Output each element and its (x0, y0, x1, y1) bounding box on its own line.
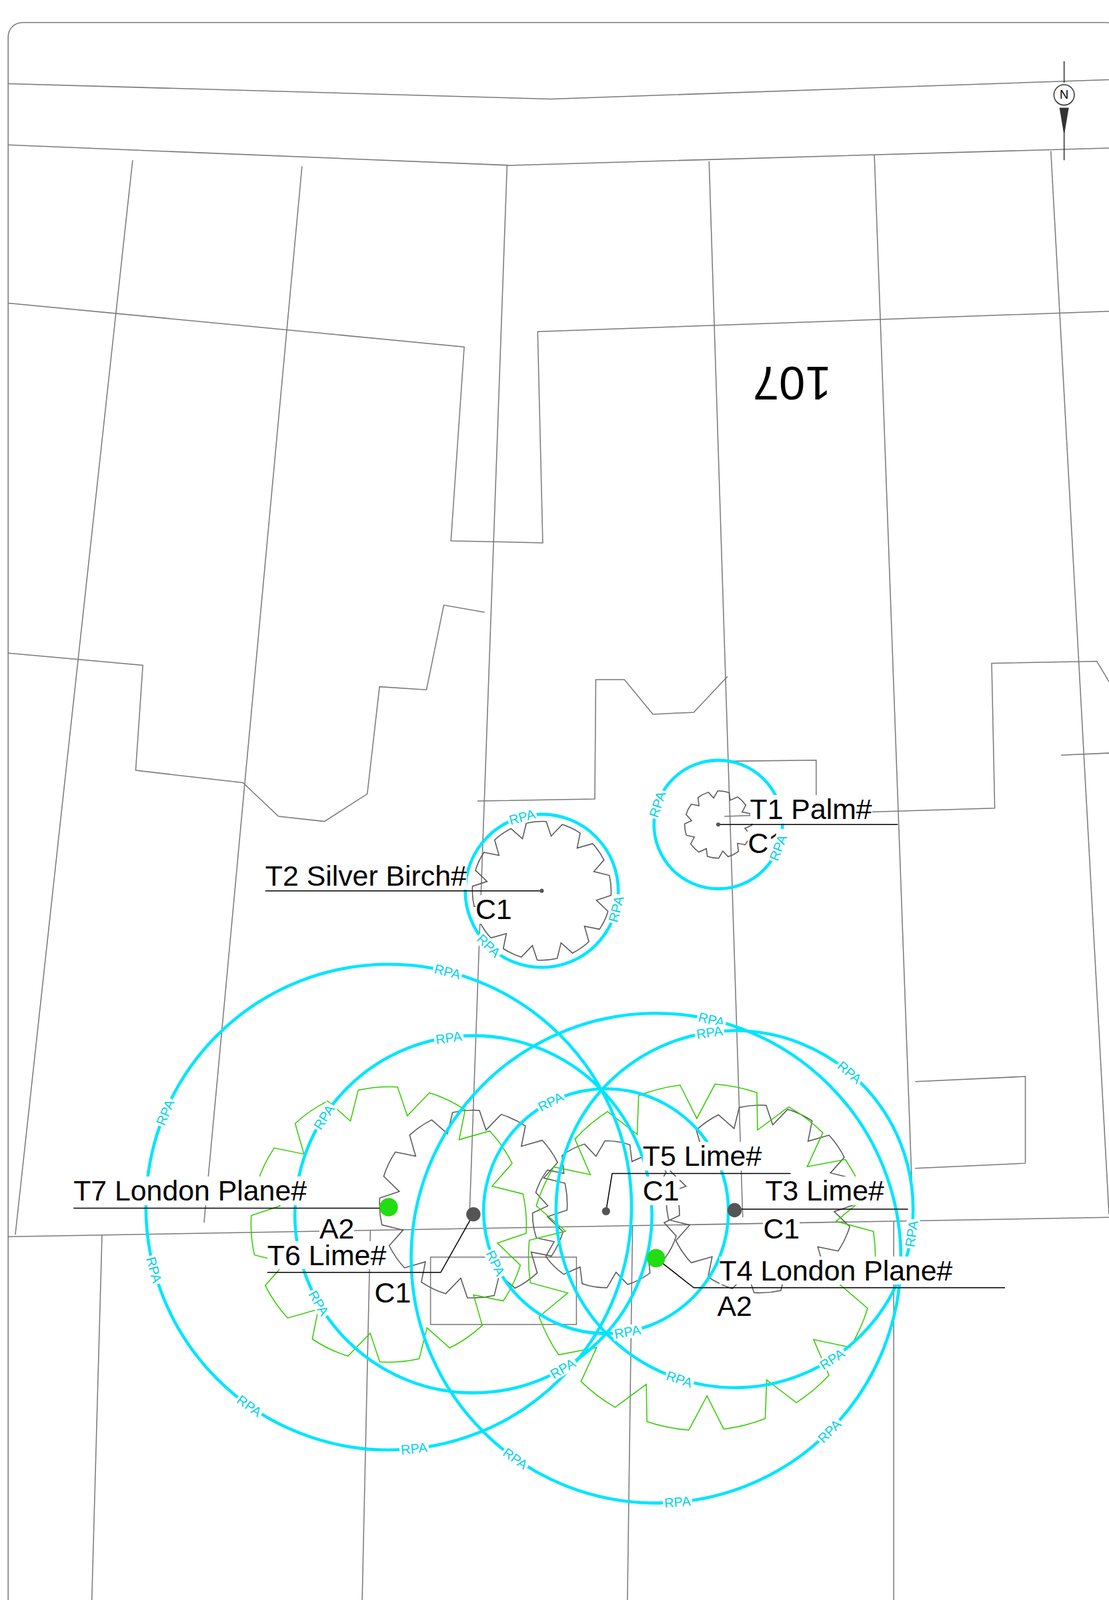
leader-line (734, 1208, 909, 1210)
tree-category: C1 (762, 1214, 800, 1244)
north-needle (1060, 108, 1069, 133)
tree-label: T7 London Plane# (73, 1176, 307, 1206)
rpa-label: RPA (153, 1096, 177, 1129)
plot-line (708, 161, 743, 1218)
rpa-label: RPA (506, 806, 538, 827)
rpa-label: RPA (500, 1444, 532, 1472)
outbuilding (914, 1076, 1025, 1169)
north-label: N (1059, 88, 1069, 101)
rpa-label: RPA (662, 1493, 693, 1510)
rpa-label: RPA (398, 1440, 429, 1457)
tree-category: C1 (642, 1176, 680, 1206)
plot-line (15, 160, 133, 1235)
tree-dot (727, 1203, 742, 1218)
building-outline (477, 676, 728, 801)
leader-line (73, 1207, 389, 1210)
plot-line (92, 1234, 103, 1600)
tree-label: T3 Lime# (764, 1176, 884, 1206)
plot-line (627, 1225, 633, 1600)
tree-dot (716, 822, 721, 827)
rpa-label: RPA (663, 1367, 696, 1390)
boundaries (8, 22, 1109, 1600)
building-outline (1060, 752, 1109, 755)
rpa-label: RPA (482, 1247, 508, 1280)
tree-category: A2 (319, 1214, 355, 1244)
leader-line (265, 890, 543, 892)
rpa-label: RPA (305, 1287, 332, 1320)
rpa-circles (146, 760, 913, 1504)
tree-category: C1 (475, 894, 513, 924)
north-ring (1053, 84, 1075, 106)
tree-dot (466, 1207, 481, 1222)
rpa-label: RPA (833, 1057, 865, 1087)
leader-line (606, 1173, 791, 1212)
road-edge (8, 144, 1109, 166)
rpa-label: RPA (431, 961, 463, 982)
rpa-label: RPA (902, 1218, 921, 1250)
leaders (73, 824, 1005, 1288)
rpa-label: RPA (606, 893, 627, 925)
building-outline (8, 604, 485, 821)
plot-line (204, 166, 303, 1222)
rpa-label: RPA (433, 1028, 465, 1047)
rpa-label: RPA (546, 1355, 579, 1382)
rpa-label: RPA (144, 1253, 165, 1286)
plot-line (874, 155, 913, 1220)
rpa-circle (556, 1030, 913, 1388)
rpa-label: RPA (814, 1415, 845, 1446)
tree-dot (646, 1249, 666, 1268)
frame (8, 22, 1109, 1600)
tree-label: T5 Lime# (642, 1141, 762, 1171)
road-edge (8, 79, 1109, 99)
tree-label: T2 Silver Birch# (265, 861, 467, 891)
leader-line (267, 1214, 474, 1273)
tree-dot (539, 888, 544, 893)
plot-line (469, 165, 508, 1221)
rpa-label: RPA (694, 1023, 725, 1041)
tree-category: C1 (374, 1278, 412, 1308)
plot-number: 107 (752, 359, 831, 407)
rpa-circle (146, 964, 632, 1450)
rpa-label: RPA (310, 1100, 338, 1133)
tree-dot (602, 1207, 611, 1216)
leader-line (718, 823, 898, 825)
canopies (250, 790, 875, 1430)
rpa-label: RPA (816, 1345, 848, 1373)
tree-category: A2 (717, 1291, 753, 1321)
canopy-outline (379, 1110, 567, 1298)
rpa-label: RPA (611, 1322, 643, 1341)
rpa-label: RPA (233, 1391, 265, 1420)
plot-line (1050, 150, 1109, 1214)
building-outline (8, 302, 1109, 543)
tree-label: T6 Lime# (267, 1241, 387, 1270)
building-outline (724, 660, 1109, 817)
north-arrow (1053, 61, 1075, 161)
plot-line (362, 1230, 371, 1600)
rpa-label: RPA (473, 930, 504, 961)
tree-label: T1 Palm# (750, 794, 873, 824)
rpa-label: RPA (646, 788, 669, 821)
rpa-circle (483, 1088, 729, 1334)
tree-label: T4 London Plane# (719, 1256, 953, 1286)
tree-dot (379, 1197, 399, 1217)
rpa-label: RPA (534, 1089, 567, 1116)
